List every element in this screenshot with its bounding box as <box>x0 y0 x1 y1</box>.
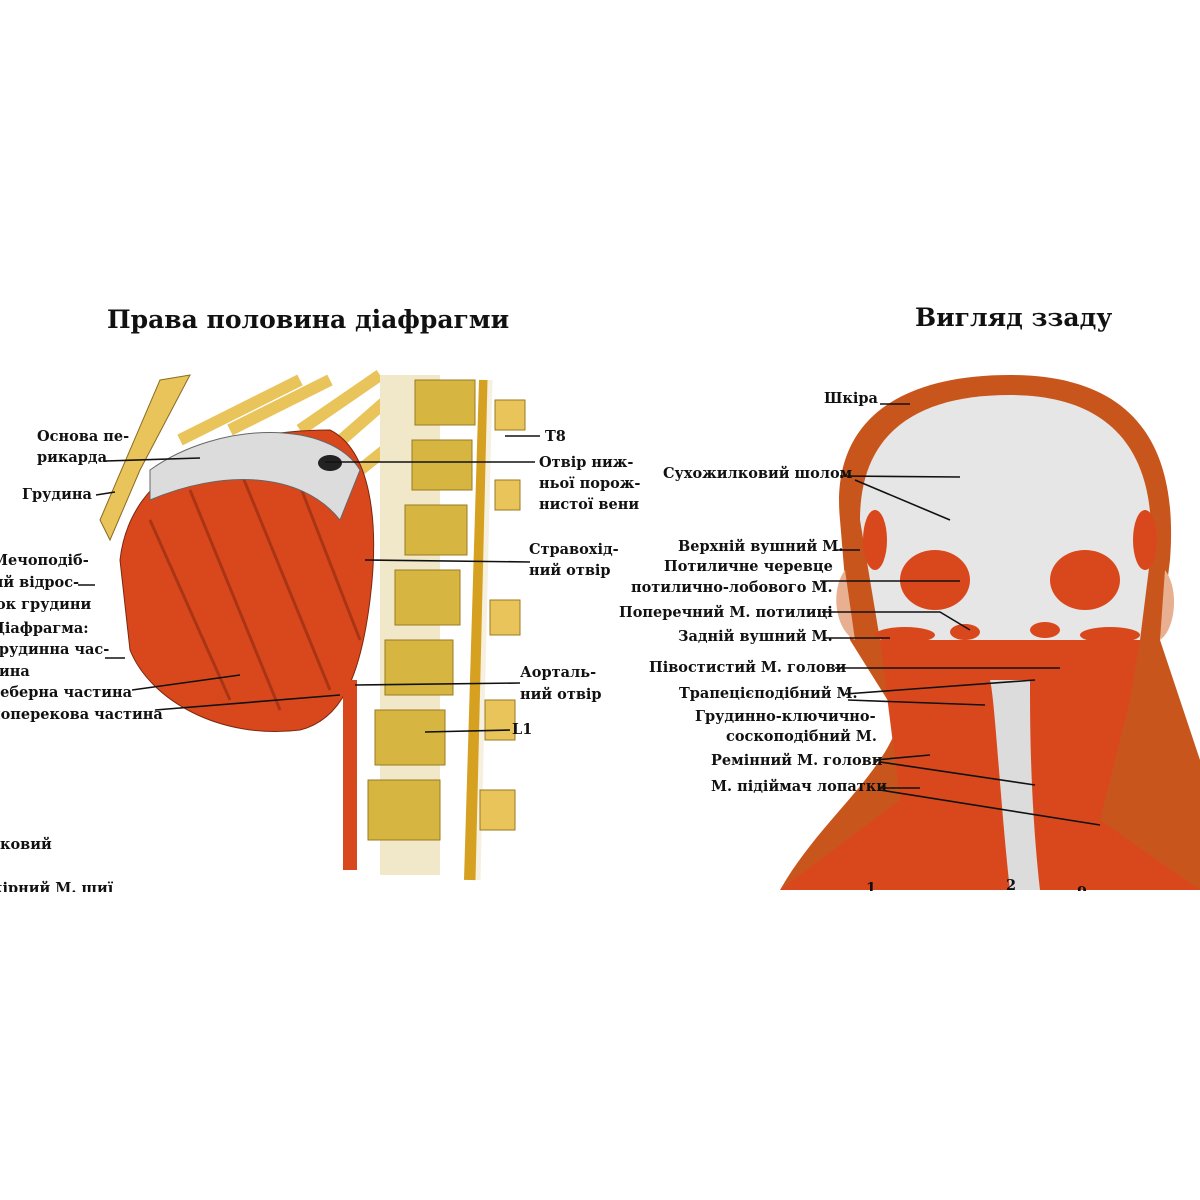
label-esophageal-2: ний отвір <box>529 562 611 579</box>
label-ivc-2: ньої порож- <box>539 475 641 492</box>
label-diaphragm: Діафрагма: <box>0 620 89 637</box>
label-pericardium-base-2: рикарда <box>37 449 107 466</box>
label-xiphoid-2: ний відрос- <box>0 574 80 591</box>
label-cut-2: кірний М. шиї <box>0 880 114 892</box>
label-galea: Сухожилковий шолом <box>663 465 853 482</box>
label-pericardium-base-1: Основа пе- <box>37 428 130 445</box>
label-number-1: 1 <box>866 880 877 891</box>
leader-lines <box>78 403 1101 826</box>
label-number-9: 9 <box>1077 882 1087 891</box>
label-sternum: Грудина <box>22 486 92 503</box>
label-costal-part: реберна частина <box>0 684 133 701</box>
label-occipital-belly-1: Потиличне черевце <box>664 558 833 575</box>
label-cut-1: ковий <box>0 836 52 853</box>
label-t8: T8 <box>545 428 566 445</box>
label-levator-scapulae: М. підіймач лопатки <box>711 778 887 795</box>
label-superior-auricular: Верхній вушний М. <box>678 538 844 555</box>
left-panel-title: Права половина діафрагми <box>107 305 510 334</box>
label-sternal-part-2: тина <box>0 663 30 680</box>
label-trapezius: Трапецієподібний М. <box>679 685 858 702</box>
label-ivc-1: Отвір ниж- <box>539 454 634 471</box>
label-scm-1: Грудинно-ключично- <box>695 708 876 725</box>
label-aortic-1: Аорталь- <box>520 664 597 681</box>
label-transverse-nuchal: Поперечний М. потилиці <box>619 604 833 621</box>
label-ivc-3: нистої вени <box>539 496 640 513</box>
right-panel-title: Вигляд ззаду <box>915 303 1113 332</box>
label-occipital-belly-2: потилично-лобового М. <box>631 579 833 596</box>
label-semispinalis: Півостистий М. голови <box>649 659 847 676</box>
diaphragm-illustration <box>99 370 526 881</box>
label-skin: Шкіра <box>824 390 878 407</box>
label-xiphoid-3: ток грудини <box>0 596 92 613</box>
label-xiphoid-1: Мечоподіб- <box>0 552 89 569</box>
label-number-2: 2 <box>1006 877 1017 891</box>
label-aortic-2: ний отвір <box>520 686 602 703</box>
label-splenius: Ремінний М. голови <box>711 752 883 769</box>
head-back-illustration <box>780 375 1200 890</box>
label-sternal-part-1: грудинна час- <box>0 641 110 658</box>
label-posterior-auricular: Задній вушний М. <box>678 628 833 645</box>
label-l1: L1 <box>512 721 533 738</box>
label-scm-2: соскоподібний М. <box>726 728 877 745</box>
label-esophageal-1: Стравохід- <box>529 541 619 558</box>
label-lumbar-part: поперекова частина <box>0 706 163 723</box>
